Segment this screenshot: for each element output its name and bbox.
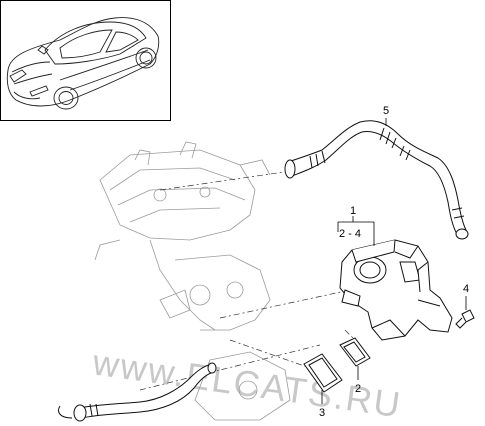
callout-2: 2 <box>355 383 361 395</box>
callout-4: 4 <box>463 283 469 295</box>
callout-5: 5 <box>383 105 389 117</box>
seal-plate-part-3 <box>303 353 343 393</box>
engine-block-sketch <box>94 141 291 421</box>
gasket-part-2 <box>339 337 371 367</box>
lower-hose <box>58 362 217 422</box>
callout-3: 3 <box>319 407 325 419</box>
vehicle-thumbnail <box>0 0 171 121</box>
oil-separator-part-1 <box>339 239 453 341</box>
thumbnail-frame <box>0 0 171 121</box>
callout-1: 1 <box>350 205 356 217</box>
breather-hose-part-5 <box>284 120 469 240</box>
callout-leaders <box>321 118 467 404</box>
car-illustration <box>6 17 160 110</box>
callout-2-4: 2 - 4 <box>339 228 361 240</box>
bolt-part-4 <box>455 309 475 329</box>
